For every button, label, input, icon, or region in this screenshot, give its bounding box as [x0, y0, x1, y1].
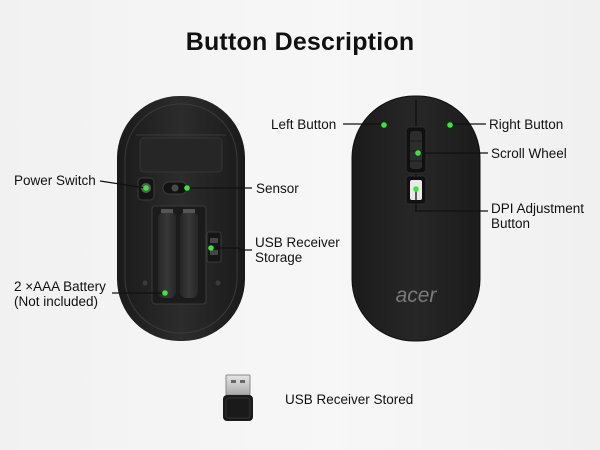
acer-logo: acer: [396, 284, 438, 307]
scroll-wheel: [405, 126, 427, 174]
callout-dots: [143, 122, 453, 296]
sensor-label: Sensor: [256, 181, 299, 196]
mouse-top-view: acer: [351, 95, 481, 342]
battery-dot: [162, 290, 168, 296]
dpi-button-dot: [413, 186, 419, 192]
right-button-label: Right Button: [489, 117, 564, 132]
battery-label: 2 ×AAA Battery (Not included): [14, 279, 106, 309]
left-button-label: Left Button: [271, 117, 337, 132]
usb-storage-dot: [208, 245, 214, 251]
right-button-dot: [447, 122, 453, 128]
usb-receiver-storage-label: USB Receiver Storage: [255, 235, 340, 265]
power-switch-label: Power Switch: [14, 173, 96, 188]
power-switch-dot: [143, 185, 149, 191]
dpi-adjustment-button-label: DPI Adjustment Button: [491, 201, 585, 231]
usb-receiver: [223, 374, 253, 421]
battery-compartment: [151, 205, 207, 305]
usb-receiver-stored-label: USB Receiver Stored: [285, 392, 414, 407]
scroll-wheel-label: Scroll Wheel: [491, 146, 567, 161]
mouse-bottom-view: [117, 96, 245, 341]
sensor-dot: [184, 185, 190, 191]
page-title: Button Description: [185, 28, 415, 56]
usb-receiver-storage-slot: [206, 231, 222, 263]
callout-lines: [99, 123, 488, 294]
sensor: [162, 181, 188, 195]
scroll-wheel-dot: [415, 150, 421, 156]
left-button-dot: [381, 122, 387, 128]
